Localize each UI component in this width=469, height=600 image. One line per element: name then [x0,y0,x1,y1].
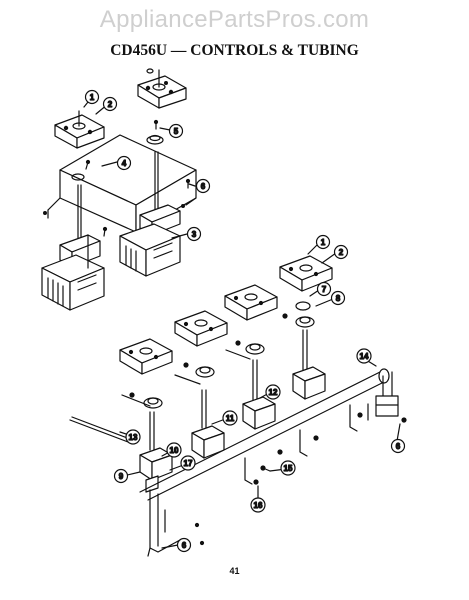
thermostat-row [119,255,333,375]
thermostat-second [54,110,105,149]
svg-text:7: 7 [322,285,327,294]
valve-lower-3 [242,359,276,430]
bracket-mid [164,404,358,533]
valve-right [119,151,181,277]
watermark: AppliancePartsPros.com [99,6,370,33]
svg-text:11: 11 [226,414,235,423]
valve-row [139,329,326,493]
svg-text:1: 1 [321,238,326,247]
screw-top-4 [102,226,108,237]
svg-text:6: 6 [182,541,187,550]
callout-6-upper: 6 [195,178,211,194]
thermostat-lower-1 [119,338,173,375]
callout-3: 3 [186,226,202,242]
thermostat-lower-4 [279,255,333,292]
valve-left [41,184,105,311]
svg-text:16: 16 [254,501,263,510]
callout-2-lower: 2 [333,244,349,260]
callout-6-bottom: 6 [176,537,192,553]
svg-text:13: 13 [129,433,138,442]
svg-text:3: 3 [192,230,197,239]
valve-lower-1 [139,411,173,493]
svg-text:8: 8 [336,294,341,303]
callout-1-lower: 1 [315,234,331,250]
callout-4: 4 [116,155,132,171]
callout-8: 8 [330,290,346,306]
svg-text:6: 6 [201,182,206,191]
callout-1: 1 [84,89,100,105]
knob-gasket-row [129,301,315,409]
callout-14: 14 [356,348,372,364]
lower-controls-assembly [69,255,407,557]
svg-text:14: 14 [360,352,369,361]
page-title: CD456U — CONTROLS & TUBING [110,42,359,59]
svg-text:10: 10 [170,446,179,455]
upper-controls-assembly [41,68,197,311]
svg-text:2: 2 [108,100,113,109]
svg-text:6: 6 [396,442,401,451]
callout-5: 5 [168,123,184,139]
callouts: 1 2 5 4 6 3 1 2 7 8 14 13 12 11 10 9 17 … [83,89,406,553]
screw-top-2 [153,119,159,130]
svg-text:5: 5 [174,127,179,136]
callout-2: 2 [102,96,118,112]
screw-top-1 [85,159,91,170]
valve-lower-2 [191,389,225,459]
page-number: 41 [229,566,240,576]
svg-text:9: 9 [119,472,124,481]
callout-9: 9 [113,468,129,484]
svg-text:2: 2 [339,248,344,257]
callout-17: 17 [180,455,196,471]
callout-7: 7 [316,281,332,297]
thermostat-top [137,68,187,109]
callout-6-right: 6 [390,438,406,454]
screw-top-3 [185,178,191,189]
svg-text:4: 4 [122,159,127,168]
callout-11: 11 [222,410,238,426]
callout-16: 16 [250,497,266,513]
callout-12: 12 [265,384,281,400]
valve-lower-4 [292,329,326,400]
svg-text:12: 12 [269,388,278,397]
tubing [69,349,251,443]
svg-text:15: 15 [284,464,293,473]
thermostat-lower-2 [174,310,228,347]
manifold-pipe [139,368,407,501]
svg-text:17: 17 [184,459,193,468]
thermostat-lower-3 [224,284,278,321]
svg-text:1: 1 [90,93,95,102]
callout-10: 10 [166,442,182,458]
callout-15: 15 [280,460,296,476]
bracket-left [147,489,205,557]
callout-13: 13 [125,429,141,445]
